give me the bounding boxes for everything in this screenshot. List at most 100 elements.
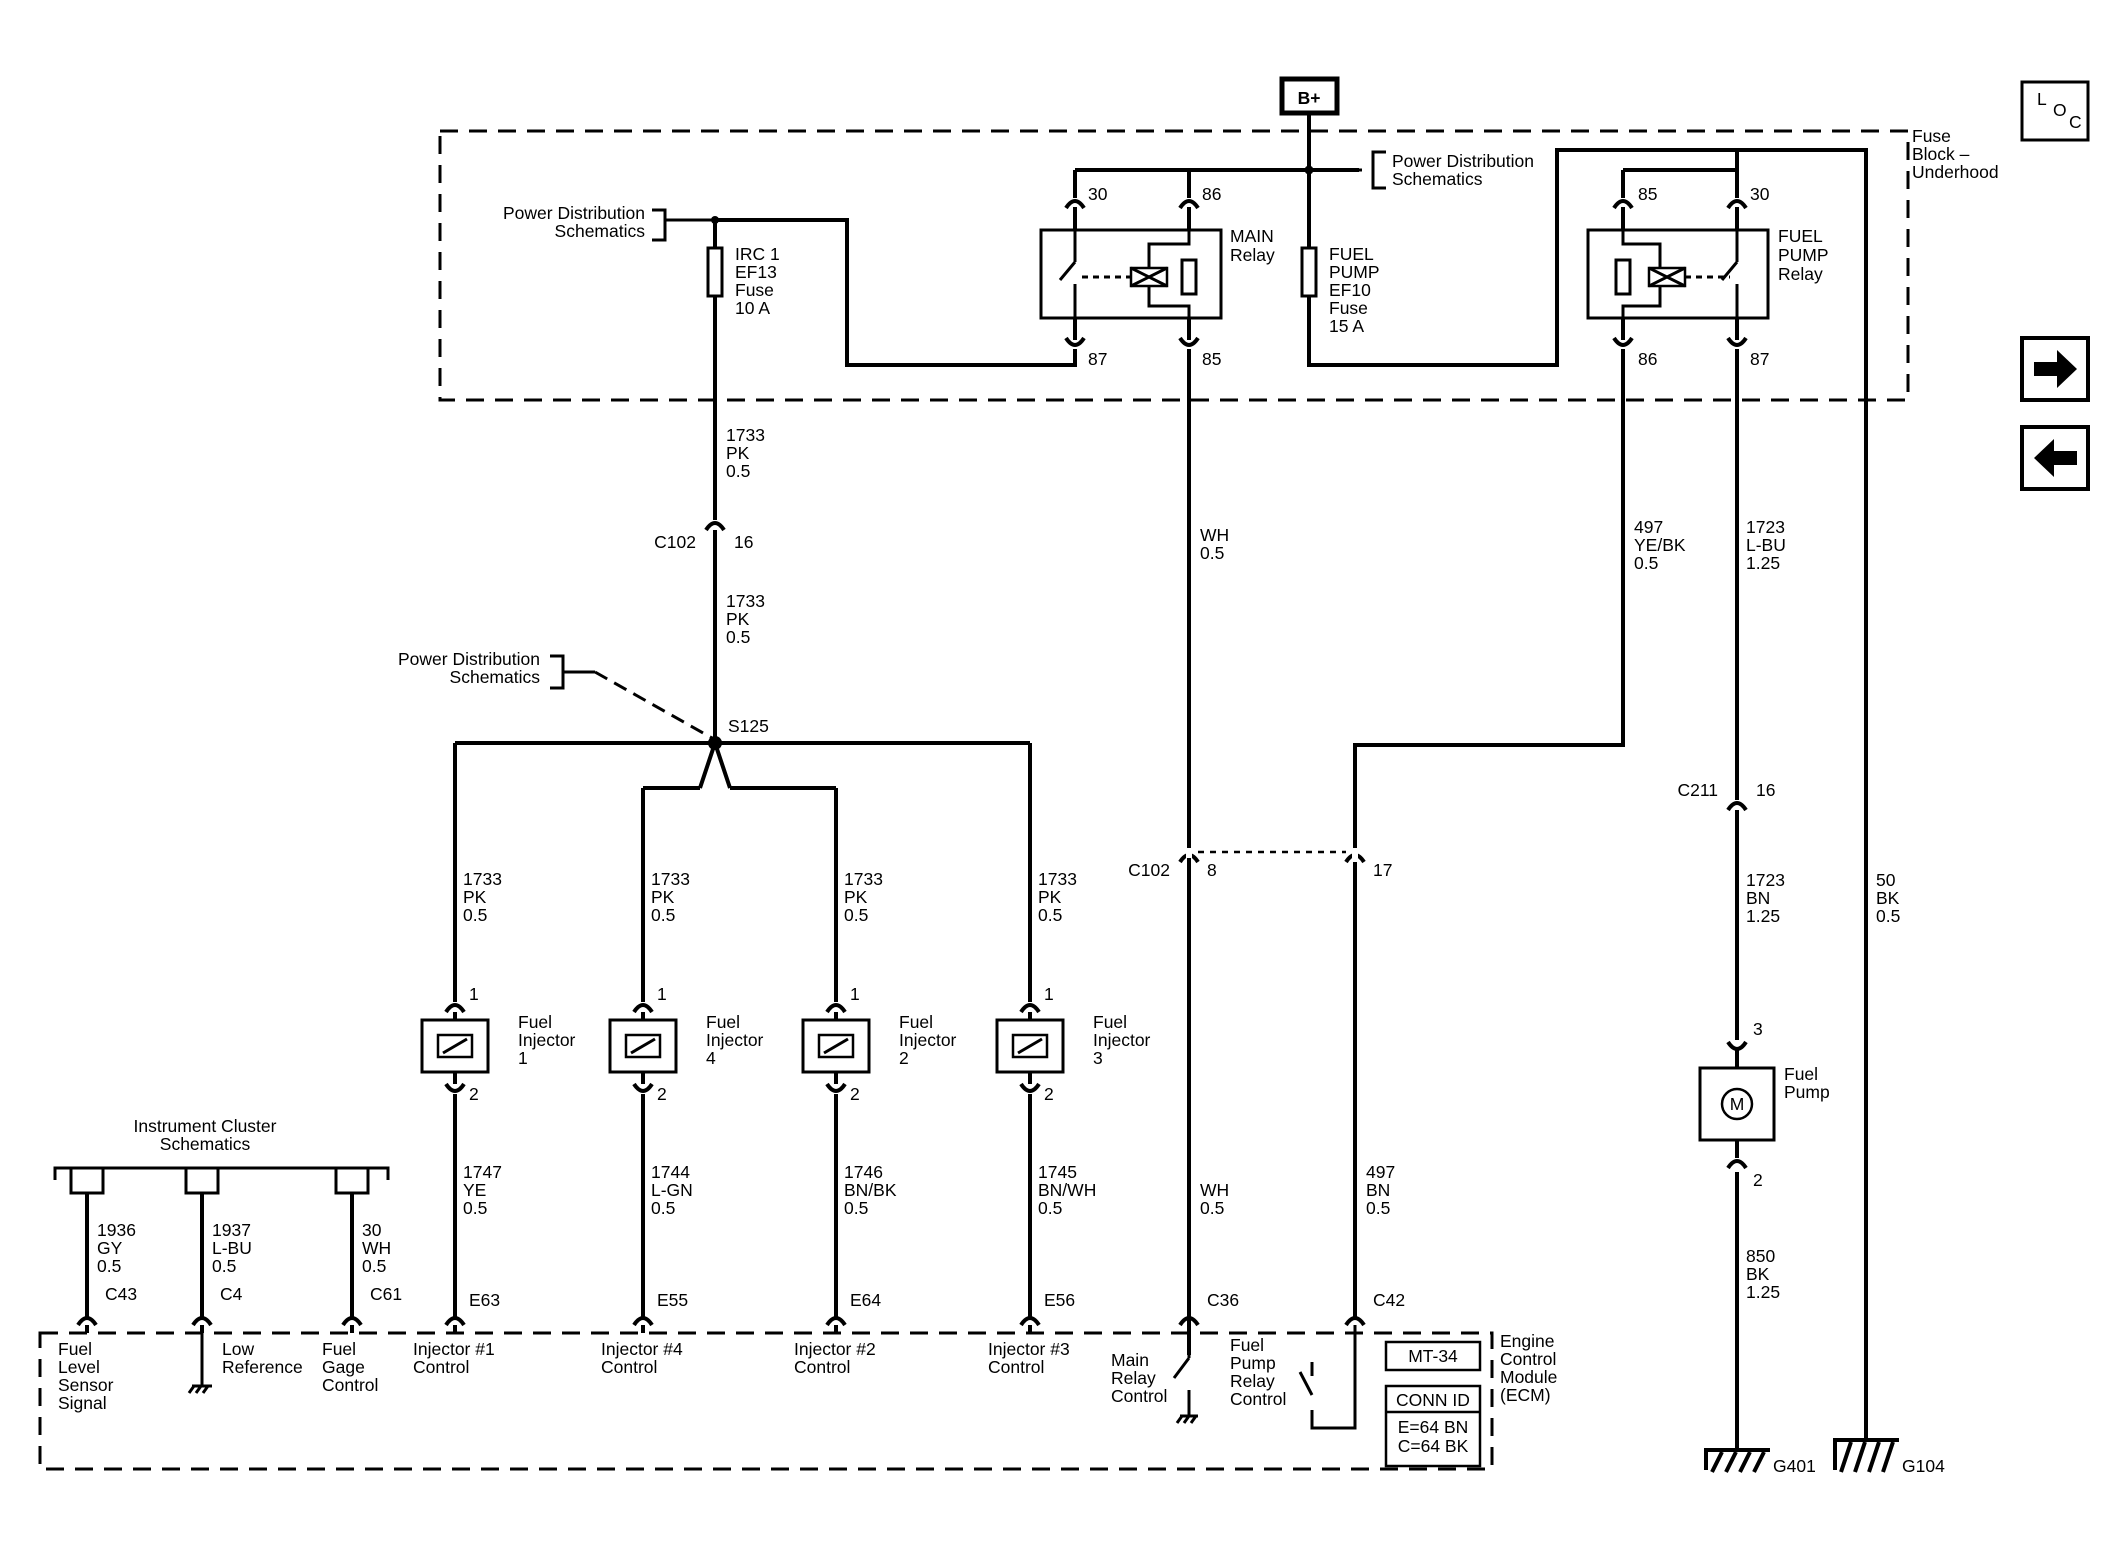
main-relay-pin-85: 85: [1202, 349, 1221, 369]
ecm-fuel-pump-relay-switch: [1298, 1325, 1357, 1430]
ecm-injector-connector: [825, 1316, 847, 1333]
cluster-ecm-connector: [341, 1316, 363, 1333]
main-relay-pin-86: 86: [1202, 184, 1221, 204]
loc-letter-o: O: [2053, 100, 2067, 120]
main-relay-pin-30: 30: [1088, 184, 1108, 204]
instrument-cluster-bracket: [53, 1166, 390, 1180]
cluster-connector-label: C61: [370, 1284, 402, 1304]
fuel-pump-relay-pin-85: 85: [1638, 184, 1657, 204]
cluster-connector-box: [184, 1168, 220, 1195]
loc-button[interactable]: L O C: [2020, 80, 2090, 142]
fuel-pump-relay-pin-30: 30: [1750, 184, 1770, 204]
ecm-injector-connector: [1019, 1316, 1041, 1333]
ground-g401-symbol: [1704, 1448, 1770, 1473]
cluster-connector-box: [69, 1168, 105, 1195]
ecm-c42-connector: [1344, 1316, 1366, 1327]
fuel-pump-bottom-connector: [1726, 1159, 1748, 1170]
injector-solenoid-slash: [823, 1037, 849, 1055]
cluster-ecm-connector: [191, 1316, 213, 1333]
fuel-pump-top-connector: [1726, 1040, 1748, 1051]
injector-solenoid-slash: [442, 1037, 468, 1055]
fuel-pump-relay-coil: [1614, 258, 1632, 296]
ecm-conn-id-title: CONN ID: [1396, 1390, 1470, 1410]
loc-letter-c: C: [2069, 112, 2082, 132]
fuel-pump-pin-top: 3: [1753, 1019, 1763, 1039]
ecm-conn-id-box: [1384, 1384, 1482, 1468]
injector-solenoid-slash: [1017, 1037, 1043, 1055]
main-relay-terminals: [845, 170, 1191, 1355]
c211-connector: [1726, 801, 1748, 812]
main-relay-coil: [1180, 258, 1198, 296]
cluster-connector-label: C4: [220, 1284, 243, 1304]
arrow-left-icon: [2034, 439, 2077, 477]
injector-pin-top: 1: [469, 984, 479, 1004]
ecm-main-relay-switch: [1172, 1325, 1191, 1416]
battery-label: B+: [1298, 88, 1321, 108]
injector-pin-top: 1: [850, 984, 860, 1004]
cluster-connector-box: [334, 1168, 370, 1195]
c102-b-pin: 8: [1207, 860, 1217, 880]
power-dist-bracket-b: [1309, 150, 1386, 190]
irc-junction: [711, 216, 719, 224]
ecm-injector-connector: [444, 1316, 466, 1333]
prev-page-button[interactable]: [2020, 425, 2090, 491]
ecm-conn-id-e: E=64 BN: [1398, 1417, 1469, 1437]
c102-a-pin: 16: [734, 532, 753, 552]
injector-connector-caps: [1019, 1003, 1041, 1093]
power-dist-bracket-s125: [550, 654, 595, 690]
injector-connector-caps: [444, 1003, 466, 1093]
power-dist-dashed-lead: [594, 670, 713, 740]
ecm-c36-label: C36: [1207, 1290, 1239, 1310]
main-relay-connector-caps: [1064, 199, 1200, 347]
main-relay-pin-87: 87: [1088, 349, 1107, 369]
c211-pin: 16: [1756, 780, 1775, 800]
c102-connector-a: [704, 521, 726, 532]
injector-pin-bottom: 2: [469, 1084, 479, 1104]
fuse-block-boundary: [438, 129, 1910, 402]
ecm-main-relay-ground: [1175, 1414, 1198, 1424]
c211-name: C211: [1677, 780, 1718, 800]
main-relay-switch: [1058, 230, 1077, 318]
low-reference-ground: [187, 1333, 212, 1394]
fuel-pump-fuse: [1300, 246, 1318, 298]
fuel-pump-relay-30-feed: [1737, 148, 1868, 1440]
ecm-model: MT-34: [1408, 1346, 1458, 1366]
ecm-injector-pin: E64: [850, 1290, 881, 1310]
fuel-pump-relay-diode-x: [1648, 266, 1686, 288]
ecm-boundary: [38, 1331, 1494, 1471]
next-page-button[interactable]: [2020, 336, 2090, 402]
